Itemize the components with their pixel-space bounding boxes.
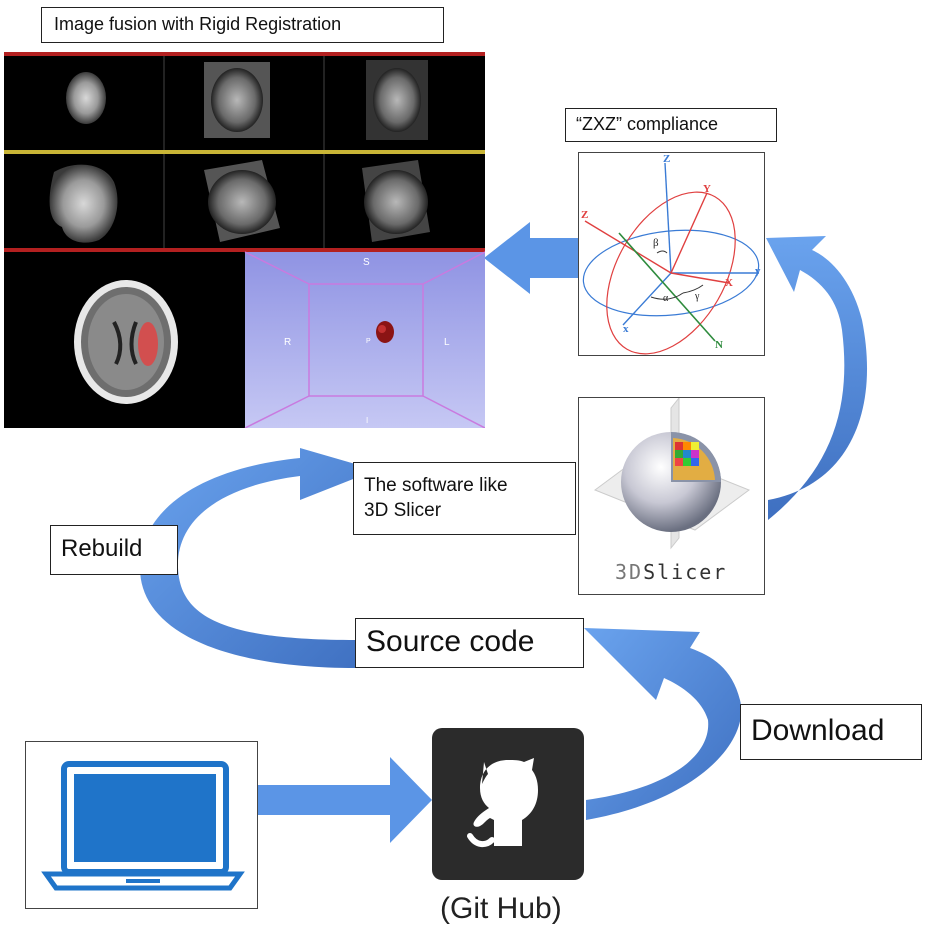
euler-label-y: y (755, 265, 761, 277)
fusion-image-panel: S R L P I (4, 52, 486, 429)
github-logo (432, 728, 584, 880)
euler-label-beta: β (653, 237, 659, 249)
laptop-image (25, 741, 258, 909)
view3d-label-bottom: I (366, 416, 369, 425)
slicer-logo-box: 3DSlicer (578, 396, 765, 595)
slicer-color-grid (675, 442, 699, 466)
view3d-label-left: R (284, 337, 292, 348)
euler-label-X: X (725, 277, 733, 289)
arrow-slicer-to-zxz (766, 236, 868, 520)
view3d-label-right: L (444, 337, 450, 348)
github-caption: (Git Hub) (440, 892, 562, 925)
euler-angle-diagram: Z Y Z β y X α γ x N (578, 152, 765, 356)
euler-label-x: x (623, 323, 629, 335)
arrow-zxz-to-fusion (484, 222, 578, 294)
laptop-icon (41, 761, 245, 891)
view3d-label-top: S (363, 257, 370, 268)
euler-angle-graphics (582, 162, 760, 355)
euler-label-Z-red: Z (581, 209, 589, 221)
zxz-title: “ZXZ” compliance (565, 108, 777, 142)
download-label: Download (740, 704, 922, 760)
slicer-logo-text: 3DSlicer (615, 560, 727, 584)
software-label: The software like 3D Slicer (353, 462, 576, 535)
source-code-label: Source code (355, 618, 584, 668)
fusion-image-graphics (4, 52, 486, 429)
fusion-title: Image fusion with Rigid Registration (41, 7, 444, 43)
view3d-label-center: P (366, 338, 371, 345)
euler-label-gamma: γ (695, 291, 700, 302)
slicer-logo-prefix: 3D (615, 560, 644, 584)
euler-label-z-upper-blue: Z (663, 153, 671, 165)
euler-label-alpha: α (663, 293, 669, 304)
rebuild-label: Rebuild (50, 525, 178, 575)
github-octocat-icon (467, 758, 538, 848)
slicer-logo-icon (593, 396, 751, 550)
arrow-rebuild (140, 448, 376, 668)
euler-label-N: N (715, 339, 723, 351)
slicer-logo-suffix: Slicer (643, 560, 728, 584)
arrow-download (584, 628, 742, 820)
euler-label-Y: Y (703, 183, 711, 195)
arrow-laptop-to-github (258, 757, 432, 843)
